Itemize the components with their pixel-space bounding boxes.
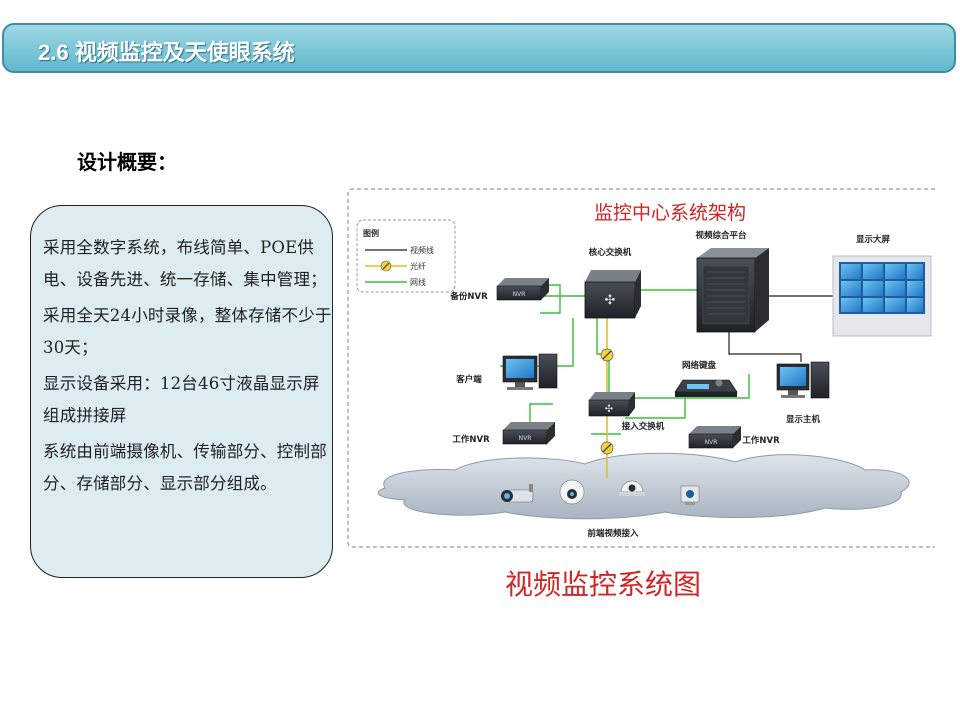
summary-paragraph: 采用全数字系统，布线简单、POE供电、设备先进、统一存储、集中管理；: [43, 238, 327, 289]
summary-paragraph: 系统由前端摄像机、传输部分、控制部分、存储部分、显示部分组成。: [43, 442, 327, 493]
front-end-cloud: [377, 452, 910, 520]
section-heading: 设计概要：: [77, 150, 177, 174]
access-switch-icon: ✣: [588, 392, 635, 417]
display-host-icon: [776, 361, 830, 399]
network-keyboard-label: 网络键盘: [682, 360, 717, 371]
summary-box: 采用全数字系统，布线简单、POE供电、设备先进、统一存储、集中管理； 采用全天2…: [30, 205, 333, 578]
access-switch-label: 接入交换机: [622, 421, 665, 432]
display-host-label: 显示主机: [786, 414, 821, 425]
title-bar: 2.6 视频监控及天使眼系统: [2, 23, 956, 73]
summary-paragraph: 显示设备采用：12台46寸液晶显示屏组成拼接屏: [43, 374, 320, 425]
work-nvr-left-icon: NVR: [502, 422, 555, 445]
legend-network-label: 网线: [410, 277, 426, 287]
big-screen-label: 显示大屏: [856, 234, 891, 245]
core-switch-label: 核心交换机: [589, 247, 632, 258]
display-wall-icon: [832, 255, 932, 337]
legend-fiber-label: 光纤: [410, 261, 426, 271]
svg-text:✣: ✣: [605, 293, 616, 308]
fiber-icon: [600, 348, 614, 362]
bullet-camera-icon: [501, 484, 534, 503]
network-keyboard-icon: [674, 379, 738, 397]
video-platform-icon: [696, 248, 769, 333]
legend-title: 图例: [363, 228, 379, 238]
legend-video-label: 视频线: [410, 245, 434, 255]
dome-camera-icon: [619, 480, 645, 496]
svg-text:NVR: NVR: [705, 439, 718, 446]
client-label: 客户端: [455, 374, 482, 385]
front-end-label: 前端视频接入: [587, 528, 639, 539]
backup-nvr-icon: NVR: [496, 278, 549, 301]
diagram-frame: [347, 188, 935, 548]
page-title: 2.6 视频监控及天使眼系统: [38, 40, 295, 65]
client-computer-icon: [502, 353, 558, 390]
work-nvr-right-icon: NVR: [688, 426, 741, 449]
surveillance-architecture-diagram: 监控中心系统架构 图例 视频线 光纤 网线: [347, 188, 935, 548]
work-nvr-right-label: 工作NVR: [742, 435, 780, 446]
dome-camera-icon: [559, 474, 585, 505]
box-camera-icon: [680, 485, 700, 505]
summary-text: 采用全数字系统，布线简单、POE供电、设备先进、统一存储、集中管理； 采用全天2…: [43, 232, 333, 504]
legend: 图例 视频线 光纤 网线: [356, 219, 456, 293]
video-platform-label: 视频综合平台: [695, 230, 747, 241]
backup-nvr-label: 备份NVR: [449, 291, 488, 302]
work-nvr-left-label: 工作NVR: [452, 434, 490, 445]
summary-paragraph: 采用全天24小时录像，整体存储不少于30天；: [43, 306, 332, 357]
fiber-icon: [600, 441, 614, 455]
diagram-title: 监控中心系统架构: [594, 202, 746, 224]
core-switch-icon: ✣: [584, 270, 641, 319]
svg-text:✣: ✣: [605, 404, 613, 415]
svg-text:NVR: NVR: [519, 435, 532, 442]
diagram-caption: 视频监控系统图: [505, 568, 702, 601]
svg-text:NVR: NVR: [513, 291, 526, 298]
